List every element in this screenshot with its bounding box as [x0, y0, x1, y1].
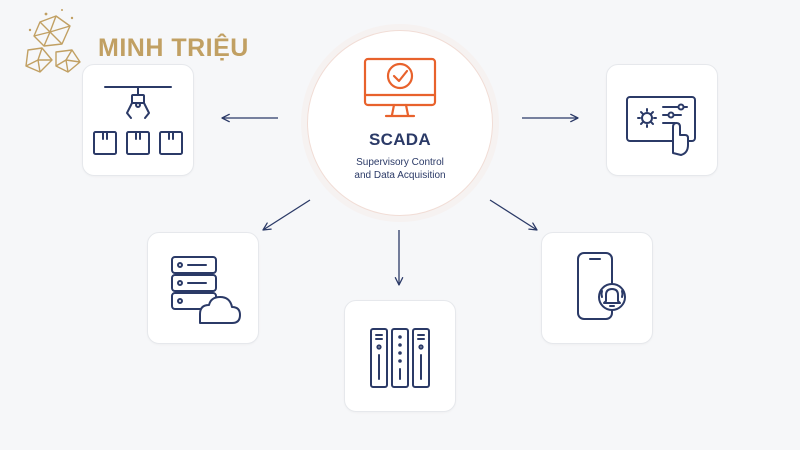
node-card-robotic-arm: [82, 64, 194, 176]
hub-subtitle: Supervisory Control and Data Acquisition: [354, 157, 446, 181]
touchscreen-control-panel-icon: [626, 96, 696, 156]
database-cloud-icon: [171, 256, 241, 324]
node-card-server: [344, 300, 456, 412]
robotic-arm-conveyor-icon: [93, 86, 183, 155]
scada-hub: SCADA Supervisory Control and Data Acqui…: [307, 30, 493, 216]
node-card-smartphone: [541, 232, 653, 344]
crystal-logo-icon: [25, 9, 81, 73]
node-card-control-panel: [606, 64, 718, 176]
hub-title: SCADA: [369, 130, 431, 149]
smartphone-alarm-icon: [577, 252, 626, 320]
arrow-to-database: [262, 199, 311, 231]
arrow-to-smartphone: [489, 199, 538, 231]
node-card-database: [147, 232, 259, 344]
brand-name: MINH TRIỆU: [98, 34, 249, 62]
server-rack-icon: [370, 328, 430, 388]
monitor-check-icon: [363, 57, 437, 118]
